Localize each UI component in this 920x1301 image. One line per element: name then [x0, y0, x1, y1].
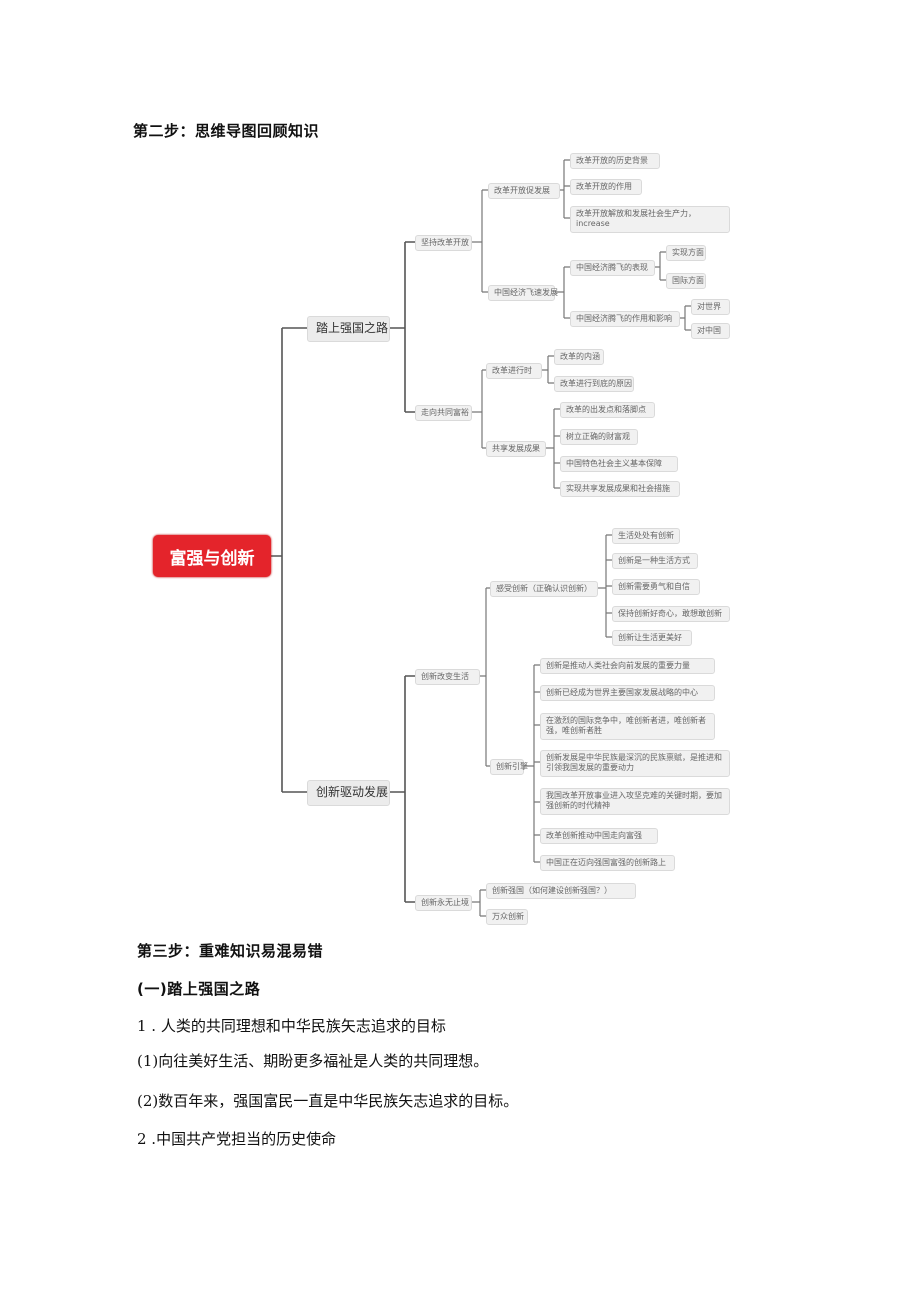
step2-heading: 第二步：思维导图回顾知识 [133, 122, 320, 140]
item1-paragraph-1: (1)向往美好生活、期盼更多福祉是人类的共同理想。 [137, 1052, 489, 1070]
node-b2-2: 创新永无止境 [415, 895, 472, 912]
node-b1-1-2-a2: 国际方面 [666, 273, 706, 290]
node-b1-2-2-a: 改革的出发点和落脚点 [560, 402, 655, 419]
item2-title: 2 .中国共产党担当的历史使命 [137, 1130, 337, 1148]
node-b2-1-3-b: 中国正在迈向强国富强的创新路上 [540, 855, 675, 872]
node-b1-2-2-b: 树立正确的财富观 [560, 429, 638, 446]
node-b1-1-1-a: 改革开放的历史背景 [570, 153, 660, 170]
node-b1-1-2-b: 中国经济腾飞的作用和影响 [570, 311, 680, 328]
node-b1: 踏上强国之路 [307, 316, 390, 342]
node-b1-1: 坚持改革开放 [415, 235, 472, 252]
node-b2-1-1-c: 创新需要勇气和自信 [612, 579, 700, 596]
mindmap-root: 富强与创新 [153, 535, 271, 577]
node-b1-2: 走向共同富裕 [415, 405, 472, 422]
node-b1-1-1: 改革开放促发展 [488, 183, 560, 200]
node-b1-2-1-a: 改革的内涵 [554, 349, 604, 366]
node-b2-1-1-d: 保持创新好奇心，敢想敢创新 [612, 606, 730, 623]
node-b2-1-1-e: 创新让生活更美好 [612, 630, 692, 647]
node-b2-1-2-e: 我国改革开放事业进入攻坚克难的关键时期，要加强创新的时代精神 [540, 788, 730, 815]
node-b2-1-1: 感受创新（正确认识创新） [490, 581, 598, 598]
node-b2-1-3-a: 改革创新推动中国走向富强 [540, 828, 658, 845]
node-b2-1-2-d: 创新发展是中华民族最深沉的民族禀赋，是推进和引领我国发展的重要动力 [540, 750, 730, 777]
node-b2-1: 创新改变生活 [415, 669, 480, 686]
node-b2-1-1-a: 生活处处有创新 [612, 528, 680, 545]
mind-map-connectors [271, 159, 691, 917]
node-b1-1-2-b2: 对中国 [691, 323, 730, 340]
node-b1-2-2-d: 实现共享发展成果和社会措施 [560, 481, 680, 498]
node-b2-1-2-b: 创新已经成为世界主要国家发展战略的中心 [540, 685, 715, 702]
node-b1-1-2: 中国经济飞速发展 [488, 285, 558, 302]
section1-heading: (一)踏上强国之路 [137, 980, 261, 998]
node-b2-1-2-c: 在激烈的国际竞争中，唯创新者进，唯创新者强，唯创新者胜 [540, 713, 715, 740]
node-b1-2-1-b: 改革进行到底的原因 [554, 376, 634, 393]
node-b2-1-2-a: 创新是推动人类社会向前发展的重要力量 [540, 658, 715, 675]
mind-map: 富强与创新 踏上强国之路 创新驱动发展 坚持改革开放 改革开放促发展 改革开放的… [150, 150, 730, 926]
node-b1-1-2-a1: 实现方面 [666, 245, 706, 262]
node-b2-2-1: 创新强国（如何建设创新强国？） [486, 883, 636, 900]
node-b1-2-2-c: 中国特色社会主义基本保障 [560, 456, 678, 473]
node-b1-2-1: 改革进行时 [486, 363, 542, 380]
item1-title: 1 . 人类的共同理想和中华民族矢志追求的目标 [137, 1017, 446, 1035]
node-b1-2-2: 共享发展成果 [486, 441, 546, 458]
node-b1-1-2-b1: 对世界 [691, 299, 730, 316]
item1-paragraph-2: (2)数百年来，强国富民一直是中华民族矢志追求的目标。 [137, 1092, 519, 1110]
node-b2-2-2: 万众创新 [486, 909, 528, 926]
step3-heading: 第三步：重难知识易混易错 [137, 942, 324, 960]
node-b2-1-2: 创新引擎 [490, 759, 528, 776]
node-b2-1-1-b: 创新是一种生活方式 [612, 553, 698, 570]
node-b1-1-2-a: 中国经济腾飞的表现 [570, 260, 655, 277]
node-b1-1-1-b: 改革开放的作用 [570, 179, 642, 196]
node-b2: 创新驱动发展 [307, 780, 390, 806]
node-b1-1-1-c: 改革开放解放和发展社会生产力，increase [570, 206, 730, 233]
